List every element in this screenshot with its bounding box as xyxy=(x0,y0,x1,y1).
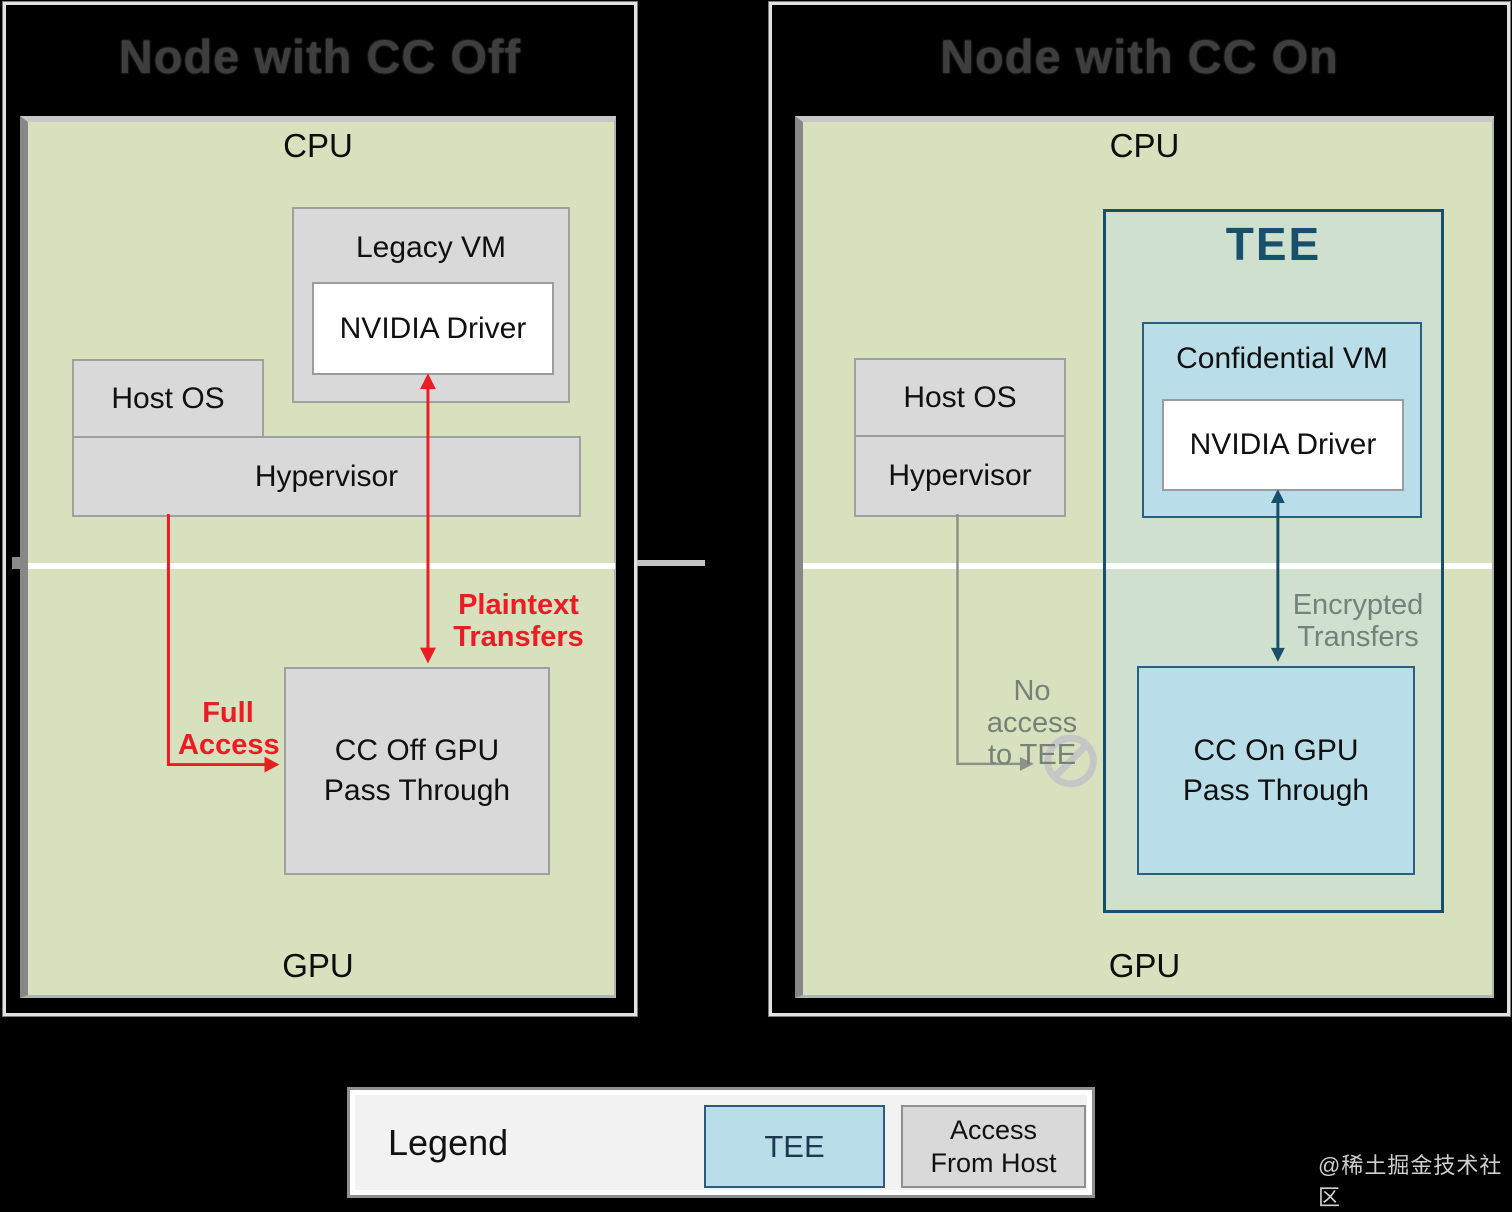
gpu-label-right: GPU xyxy=(1108,947,1181,984)
hypervisor-box-left: Hypervisor xyxy=(72,436,581,517)
legend-box: Legend TEE Access From Host xyxy=(347,1087,1095,1198)
panel-cc-on-title: Node with CC On xyxy=(940,30,1339,83)
nvidia-driver-box-right: NVIDIA Driver xyxy=(1162,399,1404,491)
nvidia-driver-box-left: NVIDIA Driver xyxy=(312,282,554,375)
panel-cc-on: Node with CC On CPU GPU TEE Host OS Hype… xyxy=(768,1,1511,1017)
full-access-label: Full Access xyxy=(178,697,280,761)
legend-title: Legend xyxy=(388,1121,509,1163)
legend-tee-swatch: TEE xyxy=(704,1105,885,1188)
divider-gap-tick xyxy=(637,560,705,566)
legacy-vm-label: Legacy VM xyxy=(355,231,507,264)
panel-cc-off: Node with CC Off CPU GPU Legacy VM NVIDI… xyxy=(2,1,638,1017)
tee-label: TEE xyxy=(1225,218,1322,270)
cpu-label-right: CPU xyxy=(1109,127,1180,164)
plaintext-transfers-label: Plaintext Transfers xyxy=(453,589,584,653)
tee-region-border xyxy=(1103,209,1444,913)
hypervisor-label-left: Hypervisor xyxy=(254,459,399,493)
cc-off-gpu-passthrough-box: CC Off GPU Pass Through xyxy=(284,667,550,875)
confidential-vm-label: Confidential VM xyxy=(1176,342,1388,375)
cc-on-gpu-passthrough-box: CC On GPU Pass Through xyxy=(1137,666,1415,875)
gpu-label-left: GPU xyxy=(282,947,354,984)
legend-access-from-host-swatch: Access From Host xyxy=(901,1105,1086,1188)
watermark: @稀土掘金技术社区 xyxy=(1318,1153,1503,1210)
legend-access-from-host-label: Access From Host xyxy=(930,1114,1057,1178)
host-os-box-left: Host OS xyxy=(72,359,264,438)
panel-cc-off-title: Node with CC Off xyxy=(118,30,522,83)
cpu-label-left: CPU xyxy=(283,127,353,164)
encrypted-transfers-label: Encrypted Transfers xyxy=(1292,589,1424,653)
hypervisor-box-right: Hypervisor xyxy=(888,459,1032,492)
nvidia-driver-label-left: NVIDIA Driver xyxy=(339,311,527,345)
host-os-label-left: Host OS xyxy=(111,381,225,415)
cpu-gpu-divider-right xyxy=(803,563,1492,569)
cc-on-gpu-passthrough-label: CC On GPU Pass Through xyxy=(1182,733,1370,807)
cc-off-gpu-passthrough-label: CC Off GPU Pass Through xyxy=(323,734,511,807)
host-os-box-right: Host OS xyxy=(856,360,1064,437)
host-os-hypervisor-stack: Host OS Hypervisor xyxy=(854,358,1066,517)
nvidia-driver-label-right: NVIDIA Driver xyxy=(1189,428,1377,461)
no-access-to-tee-label: No access to TEE xyxy=(986,675,1078,771)
cpu-gpu-divider-left xyxy=(28,563,615,569)
